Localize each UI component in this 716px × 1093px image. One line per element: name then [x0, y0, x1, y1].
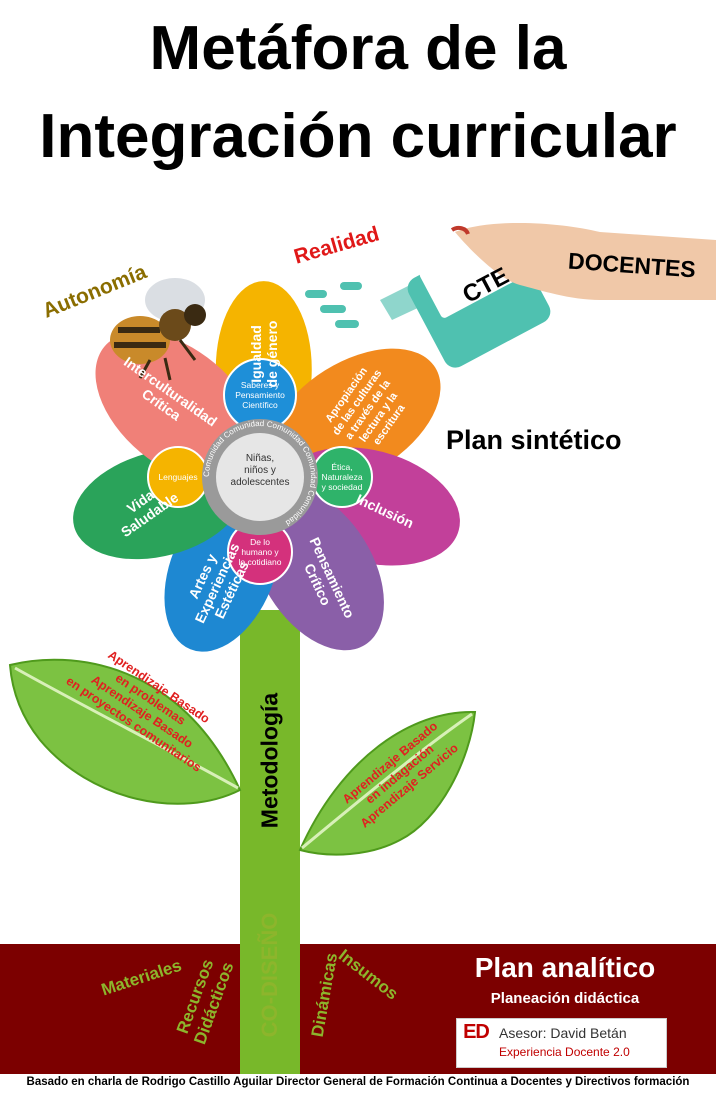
field-label-line: Pensamiento — [235, 390, 285, 400]
plan-analitico-subtitle: Planeación didáctica — [490, 990, 640, 1007]
title-line-1: Metáfora de la — [149, 14, 567, 83]
center-label-line: niños y — [244, 465, 276, 476]
badge-line-2: Experiencia Docente 2.0 — [499, 1045, 630, 1059]
title-line-2: Integración curricular — [39, 102, 677, 171]
stem-root — [240, 944, 300, 1074]
formative-fields — [147, 358, 373, 585]
left-leaf — [8, 658, 242, 805]
center-label-line: Niñas, — [245, 453, 275, 464]
right-leaf — [298, 710, 477, 856]
footer-credit: Basado en charla de Rodrigo Castillo Agu… — [26, 1076, 690, 1088]
field-label-line: humano y — [241, 547, 279, 557]
plan-sintetico-label: Plan sintético — [446, 425, 622, 455]
field-label-line: De lo — [250, 537, 270, 547]
center-circle — [216, 433, 304, 521]
field-label-line: Saberes y — [240, 380, 280, 390]
ed-logo: ED — [463, 1021, 490, 1043]
bee — [110, 278, 206, 381]
co-diseno-label: CO-DISEÑO — [257, 912, 282, 1038]
hand — [450, 222, 716, 300]
center-label-line: adolescentes — [230, 477, 290, 488]
field-label-line: Ética, — [331, 462, 353, 472]
field-label-line: Científico — [242, 400, 278, 410]
plan-analitico-title: Plan analítico — [474, 952, 656, 983]
field-label-line: Lenguajes — [158, 472, 198, 482]
stem — [240, 610, 300, 944]
field-label-line: lo cotidiano — [238, 557, 282, 567]
field-label-line: Naturaleza — [321, 472, 363, 482]
field-label: Lenguajes — [148, 447, 208, 507]
author-badge: ED Asesor: David Betán Experiencia Docen… — [456, 1018, 667, 1068]
field-label-line: y sociedad — [321, 482, 363, 492]
badge-line-1: Asesor: David Betán — [499, 1025, 627, 1041]
metodologia-label: Metodología — [256, 692, 283, 829]
